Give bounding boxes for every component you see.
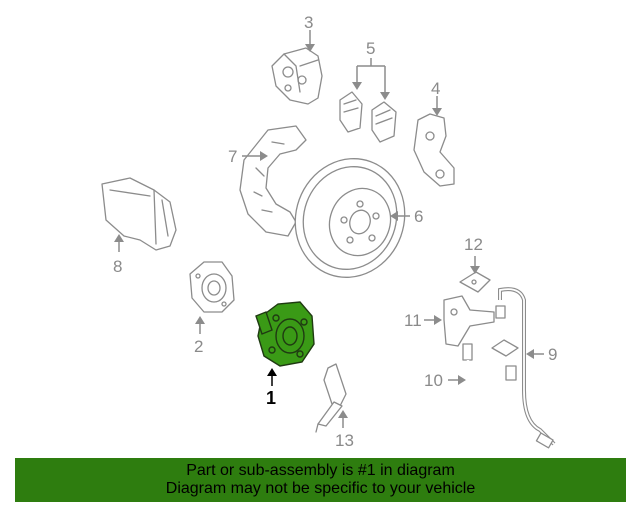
brake-line[interactable] <box>491 287 556 449</box>
clip[interactable] <box>459 271 491 293</box>
wheel-hub[interactable] <box>255 301 315 367</box>
wheel-hub-flange <box>257 301 315 367</box>
callout-5: 5 <box>366 39 375 58</box>
parts-diagram: 3 5 4 7 6 <box>101 13 557 450</box>
callout-8: 8 <box>113 257 122 276</box>
callout-9: 9 <box>548 345 557 364</box>
wheel-bearing[interactable] <box>189 261 235 313</box>
abs-sensor[interactable] <box>315 363 347 433</box>
callout-13: 13 <box>335 431 354 450</box>
callout-3: 3 <box>304 13 313 32</box>
caliper-carrier[interactable] <box>413 113 455 187</box>
callout-6: 6 <box>414 207 423 226</box>
splash-shield[interactable] <box>239 125 307 237</box>
callout-1: 1 <box>266 388 276 408</box>
brake-hose[interactable] <box>462 343 517 442</box>
brake-rotor[interactable] <box>279 143 422 293</box>
callout-12: 12 <box>464 235 483 254</box>
callout-10: 10 <box>424 371 443 390</box>
info-line-1: Part or sub-assembly is #1 in diagram <box>186 462 455 479</box>
callout-11: 11 <box>404 311 422 330</box>
bracket[interactable] <box>443 295 495 347</box>
callout-2: 2 <box>194 337 203 356</box>
brake-caliper[interactable] <box>271 47 323 105</box>
info-line-2: Diagram may not be specific to your vehi… <box>165 480 476 497</box>
brake-pads[interactable] <box>339 91 397 143</box>
info-banner: Part or sub-assembly is #1 in diagram Di… <box>15 458 626 502</box>
callout-7: 7 <box>228 147 237 166</box>
callout-4: 4 <box>431 79 440 98</box>
steering-knuckle[interactable] <box>101 177 177 251</box>
